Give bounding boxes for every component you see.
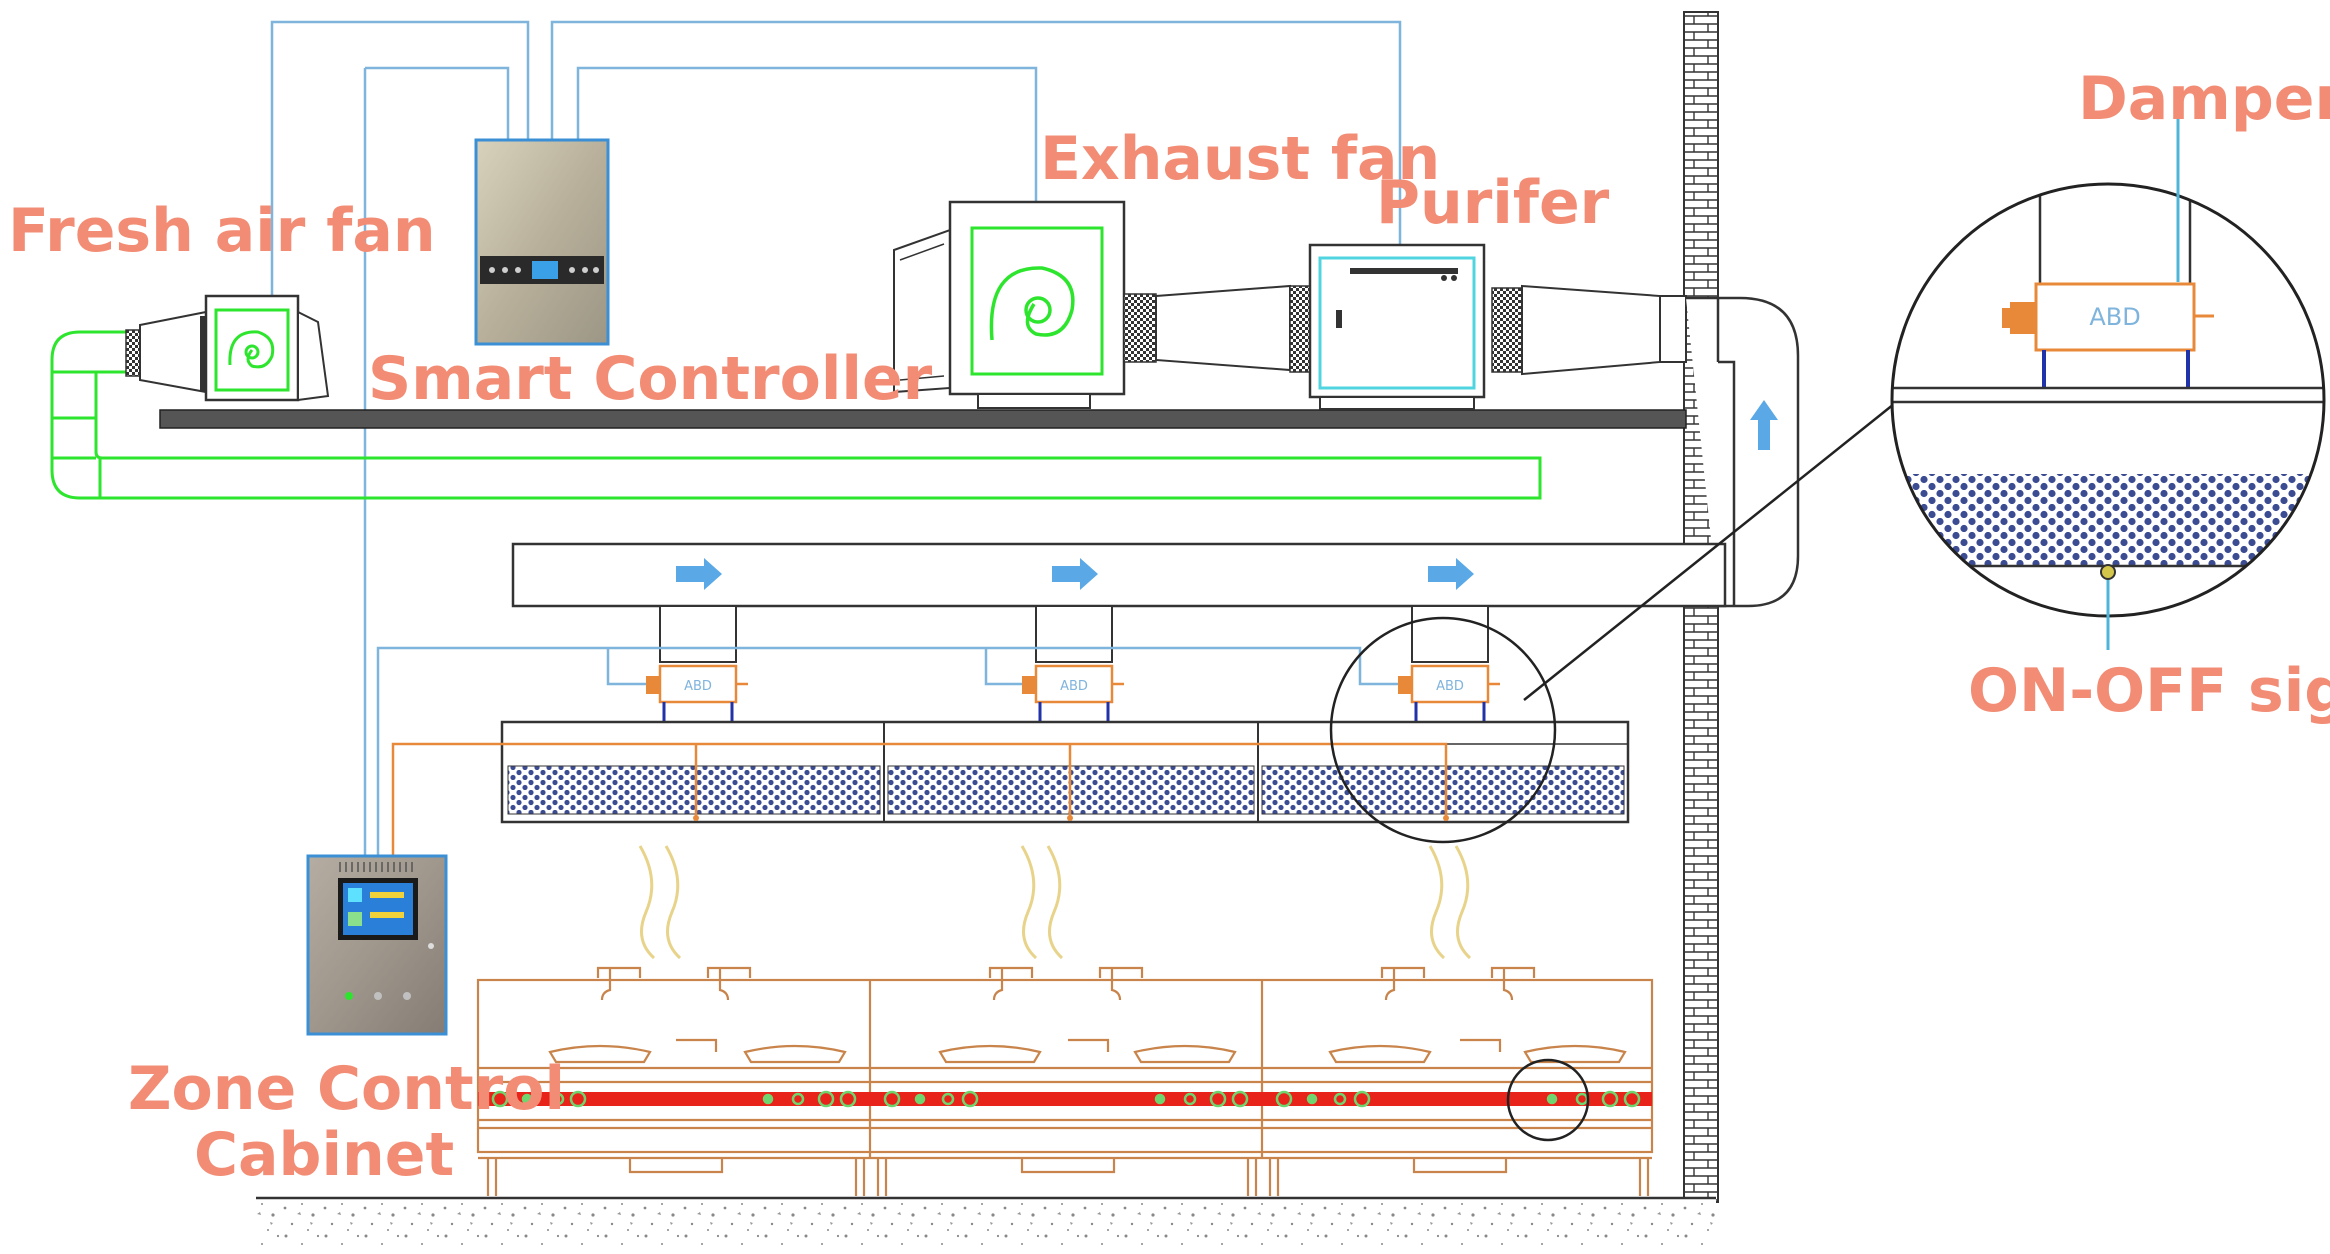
damper-text: ABD <box>2089 303 2140 331</box>
purifier-label: Purifer <box>1376 168 1610 238</box>
burner-control-bar <box>478 1092 1652 1106</box>
zoom-circle-damper <box>1329 616 1557 844</box>
signal-wiring-top <box>270 20 1402 868</box>
zone-control-label-line2: Cabinet <box>194 1120 455 1190</box>
branch-ducts <box>659 605 1489 663</box>
damper-text: ABD <box>1060 679 1088 694</box>
smart-controller-label: Smart Controller <box>368 344 933 414</box>
burner-knobs <box>491 1090 1641 1108</box>
damper-text: ABD <box>684 679 712 694</box>
damper-3: ABD <box>1398 664 1500 722</box>
on-off-signal-label: ON-OFF signal <box>1968 656 2330 726</box>
zone-control-label-line1: Zone Control <box>128 1054 566 1124</box>
arrow-right-icon <box>1428 558 1474 590</box>
fan-icon <box>228 330 275 369</box>
smart-controller <box>474 138 610 346</box>
duct-elbow <box>1686 296 1800 608</box>
faucet-group <box>596 966 1536 1001</box>
arrow-right-icon <box>1052 558 1098 590</box>
heat-waves <box>638 845 1472 960</box>
zone-control-cabinet <box>306 854 448 1036</box>
arrow-up-icon <box>1750 400 1778 450</box>
signal-wiring-dampers <box>376 646 1398 868</box>
damper-label: Damper <box>2078 64 2330 134</box>
fresh-air-fan <box>125 294 330 402</box>
arrow-right-icon <box>676 558 722 590</box>
exhaust-fan <box>893 200 1313 409</box>
exhaust-fan-label: Exhaust fan <box>1040 124 1441 194</box>
burner-group <box>548 1038 1627 1064</box>
damper-2: ABD <box>1022 664 1124 722</box>
fan-icon <box>989 266 1075 341</box>
shelf-beam <box>159 409 1687 429</box>
damper-text: ABD <box>1436 679 1464 694</box>
damper-1: ABD <box>646 664 748 722</box>
fresh-air-duct <box>50 330 1542 500</box>
purifier <box>1308 243 1687 410</box>
zoom-circle-stove <box>1506 1058 1590 1142</box>
zoom-detail: ABD <box>1890 100 2326 650</box>
dampers: ABD ABD ABD <box>646 664 1500 722</box>
on-off-signal-wiring <box>391 742 1448 868</box>
fresh-air-fan-label: Fresh air fan <box>8 196 436 266</box>
flow-arrows <box>676 558 1474 590</box>
exhaust-hood <box>500 720 1630 824</box>
stove-units <box>476 966 1654 1196</box>
floor <box>256 1198 1716 1246</box>
